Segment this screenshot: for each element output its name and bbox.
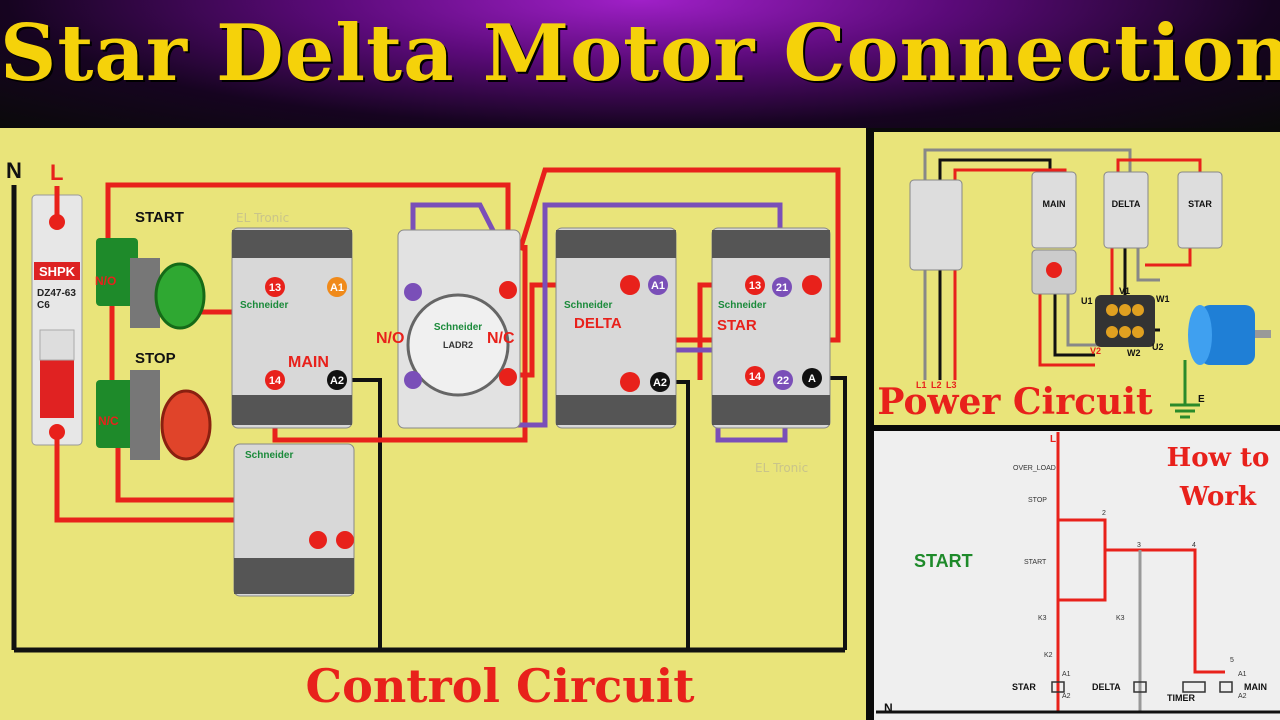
delta-ta1: A1 bbox=[651, 280, 665, 292]
pb-no-label: N/O bbox=[95, 274, 116, 288]
ladder-a1-1: A1 bbox=[1062, 671, 1071, 678]
power-mcb bbox=[909, 179, 963, 271]
overload-relay bbox=[233, 443, 355, 597]
mcb-breaker bbox=[31, 194, 83, 446]
terminal-u2: U2 bbox=[1152, 342, 1164, 352]
main-label: MAIN bbox=[288, 354, 329, 371]
timer-relay bbox=[397, 229, 521, 429]
timer-model: LADR2 bbox=[443, 340, 473, 350]
ladder-star-label: STAR bbox=[1012, 682, 1036, 692]
power-l1: L1 bbox=[916, 380, 927, 390]
mcb-brand: SHPK bbox=[39, 264, 76, 279]
main-ta1: A1 bbox=[330, 282, 344, 294]
motor-terminal-box bbox=[1095, 295, 1155, 347]
start-label: START bbox=[135, 209, 184, 226]
control-circuit-panel: SHPK DZ47-63 C6 L N START STOP N/O N/C bbox=[0, 128, 866, 720]
terminal-u1: U1 bbox=[1081, 296, 1093, 306]
main-ta2: A2 bbox=[330, 375, 344, 387]
title-banner: Star Delta Motor Connection bbox=[0, 0, 1280, 128]
mcb-model: DZ47-63 bbox=[37, 288, 76, 299]
power-circuit-diagram: MAIN DELTA STAR U1 V1 W1 U2 W2 V2 E L1 L… bbox=[877, 148, 1271, 423]
ladder-k2: K2 bbox=[1044, 652, 1053, 659]
ladder-stop: STOP bbox=[1028, 497, 1047, 504]
ladder-live: L bbox=[1050, 434, 1056, 445]
main-t13: 13 bbox=[269, 282, 281, 294]
power-delta-contactor bbox=[1103, 171, 1149, 249]
delta-brand: Schneider bbox=[564, 300, 612, 311]
ladder-k3-b: K3 bbox=[1116, 615, 1125, 622]
terminal-v1: V1 bbox=[1119, 286, 1130, 296]
star-label: STAR bbox=[717, 317, 757, 334]
star-t13: 13 bbox=[749, 280, 761, 292]
terminal-v2: V2 bbox=[1090, 346, 1101, 356]
timer-brand: Schneider bbox=[434, 322, 482, 333]
timer-nc-label: N/C bbox=[487, 330, 515, 347]
ladder-k3-a: K3 bbox=[1038, 615, 1047, 622]
ladder-diagram: L OVER_LOAD STOP START K3 K2 K3 2 3 4 5 … bbox=[876, 432, 1280, 715]
power-l3: L3 bbox=[946, 380, 957, 390]
mcb-rating: C6 bbox=[37, 300, 50, 311]
power-main-label: MAIN bbox=[1043, 199, 1066, 209]
power-circuit-caption: Power Circuit bbox=[877, 381, 1153, 423]
delta-label: DELTA bbox=[574, 315, 622, 332]
timer-no-label: N/O bbox=[376, 330, 404, 347]
star-ta: A bbox=[808, 373, 816, 385]
howto-caption-2: Work bbox=[1179, 482, 1257, 512]
power-circuit-panel: MAIN DELTA STAR U1 V1 W1 U2 W2 V2 E L1 L… bbox=[874, 132, 1280, 425]
star-t14: 14 bbox=[749, 371, 762, 383]
how-to-work-panel: L OVER_LOAD STOP START K3 K2 K3 2 3 4 5 … bbox=[874, 431, 1280, 720]
earth-label: E bbox=[1198, 394, 1205, 405]
main-t14: 14 bbox=[269, 375, 282, 387]
star-t22: 22 bbox=[777, 375, 789, 387]
ladder-overload: OVER_LOAD bbox=[1013, 465, 1056, 472]
delta-contactor bbox=[555, 227, 677, 429]
watermark-2: EL Tronic bbox=[755, 461, 808, 475]
power-l2: L2 bbox=[931, 380, 942, 390]
ladder-main-label: MAIN bbox=[1244, 682, 1267, 692]
power-star-contactor bbox=[1177, 171, 1223, 249]
stop-button bbox=[96, 370, 212, 461]
stop-label: STOP bbox=[135, 350, 176, 367]
ladder-n3: 3 bbox=[1137, 542, 1141, 549]
pb-nc-label: N/C bbox=[98, 414, 119, 428]
ladder-a1-2: A1 bbox=[1238, 671, 1247, 678]
control-circuit-diagram: SHPK DZ47-63 C6 L N START STOP N/O N/C bbox=[6, 158, 847, 713]
power-main-contactor bbox=[1031, 171, 1077, 295]
terminal-w2: W2 bbox=[1127, 348, 1141, 358]
overload-brand: Schneider bbox=[245, 450, 293, 461]
main-contactor bbox=[231, 227, 353, 429]
page-title: Star Delta Motor Connection bbox=[0, 8, 1280, 99]
power-delta-label: DELTA bbox=[1112, 199, 1141, 209]
ladder-neutral: N bbox=[884, 701, 893, 715]
motor bbox=[1188, 305, 1271, 365]
ladder-n2: 2 bbox=[1102, 510, 1106, 517]
ladder-start: START bbox=[1024, 559, 1047, 566]
ladder-n5: 5 bbox=[1230, 657, 1234, 664]
ladder-timer-label: TIMER bbox=[1167, 693, 1195, 703]
delta-ta2: A2 bbox=[653, 377, 667, 389]
star-contactor bbox=[711, 227, 831, 429]
watermark-1: EL Tronic bbox=[236, 211, 289, 225]
neutral-label: N bbox=[6, 158, 22, 183]
power-star-label: STAR bbox=[1188, 199, 1212, 209]
star-brand: Schneider bbox=[718, 300, 766, 311]
terminal-w1: W1 bbox=[1156, 294, 1170, 304]
start-button bbox=[96, 238, 206, 330]
ladder-a2-1: A2 bbox=[1062, 693, 1071, 700]
ladder-delta-label: DELTA bbox=[1092, 682, 1121, 692]
howto-start-label: START bbox=[914, 551, 973, 571]
howto-caption-1: How to bbox=[1167, 443, 1270, 473]
star-t21: 21 bbox=[776, 282, 788, 294]
control-circuit-caption: Control Circuit bbox=[306, 659, 696, 713]
live-label: L bbox=[50, 160, 63, 185]
main-brand: Schneider bbox=[240, 300, 288, 311]
ladder-a2-2: A2 bbox=[1238, 693, 1247, 700]
ladder-n4: 4 bbox=[1192, 542, 1196, 549]
